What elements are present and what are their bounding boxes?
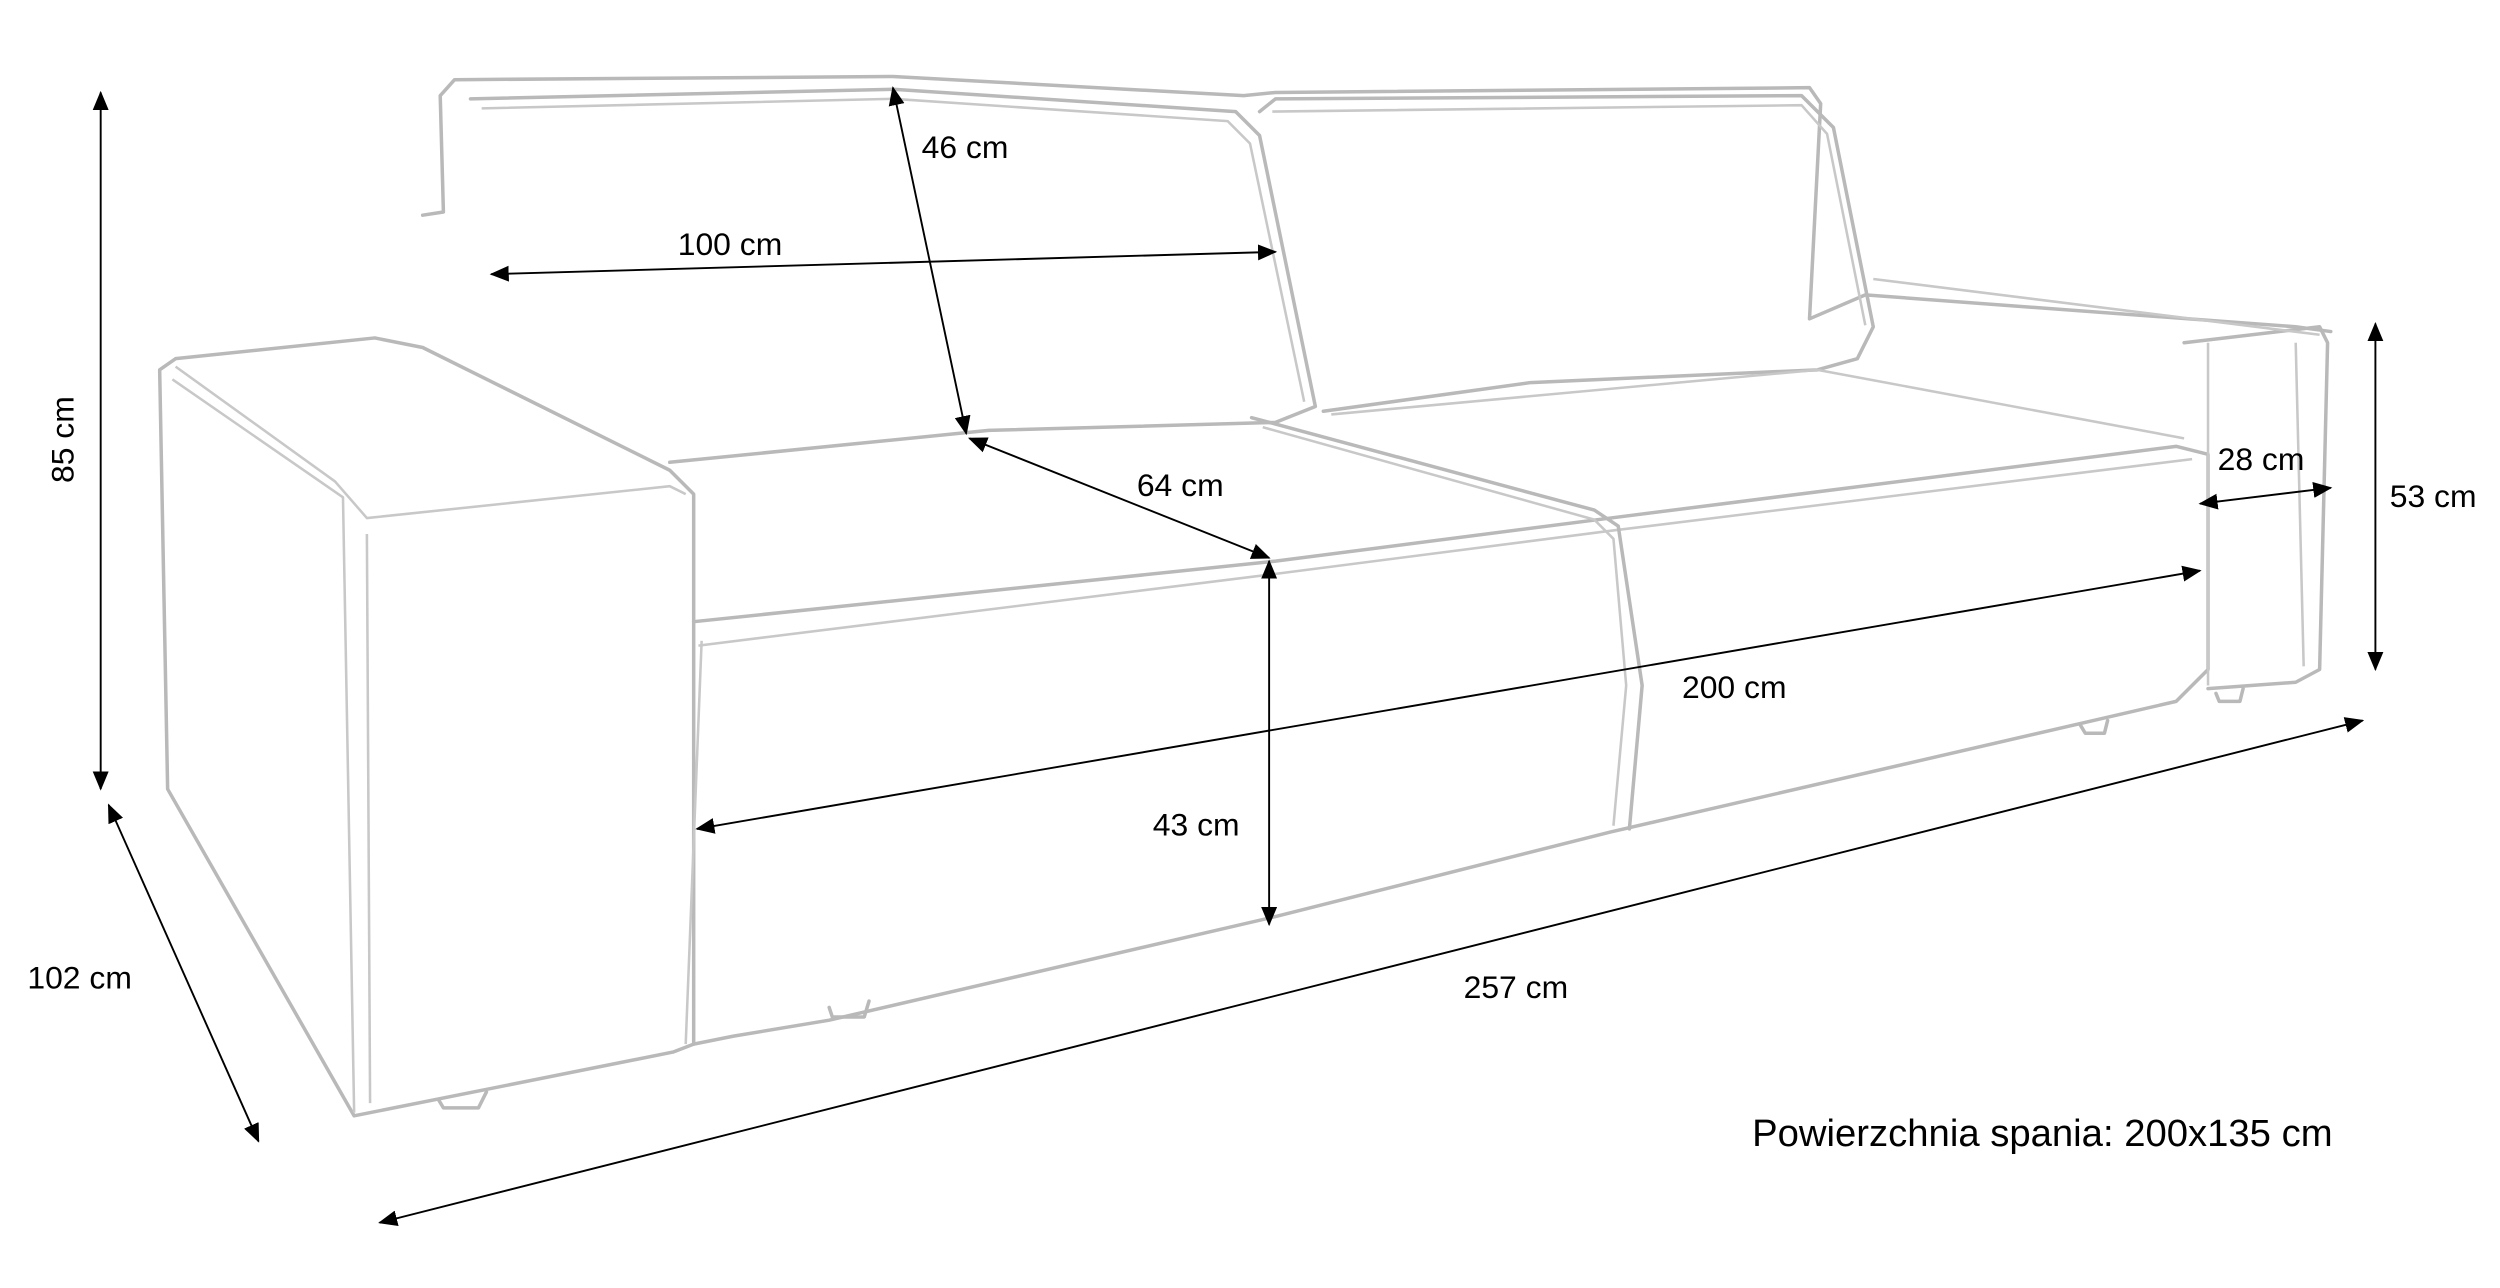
label-seat-height: 43 cm [1153,806,1240,842]
dim-257-line [378,717,2365,1227]
dimension-lines [92,86,2384,1227]
label-seat-width: 200 cm [1682,669,1787,705]
label-total-height: 85 cm [45,396,81,483]
label-back-cushion-width: 100 cm [678,226,783,262]
label-total-width: 257 cm [1464,969,1569,1005]
label-armrest-width: 28 cm [2218,441,2305,477]
dim-102-line [107,803,260,1143]
dimension-labels: 46 cm 100 cm 85 cm 64 cm 28 cm 53 cm 200… [27,129,2476,1155]
dim-100-line [489,244,1278,282]
dim-64-line [967,437,1271,559]
sofa-outline [157,74,2333,1118]
label-seat-depth: 64 cm [1137,467,1224,503]
sleeping-area-note: Powierzchnia spania: 200x135 cm [1752,1112,2332,1155]
label-back-cushion-height: 46 cm [922,129,1009,165]
dim-28-line [2198,481,2333,510]
dim-200-line [695,565,2202,834]
label-armrest-height: 53 cm [2390,478,2477,514]
label-total-depth: 102 cm [27,959,132,995]
